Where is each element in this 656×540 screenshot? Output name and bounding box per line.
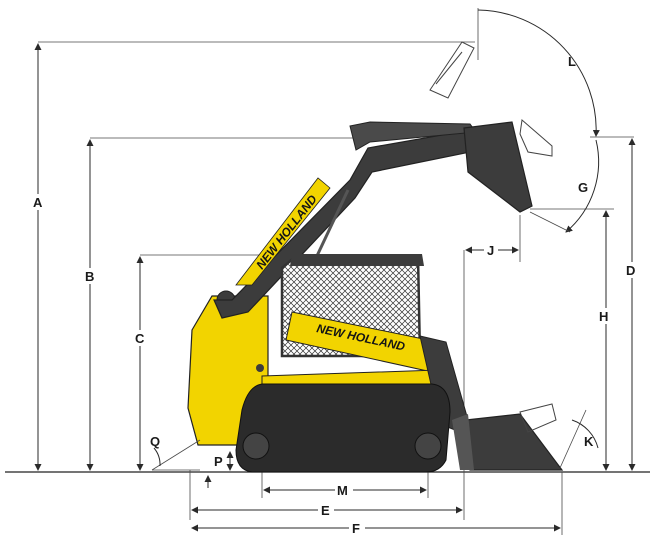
skid-steer-loader: NEW HOLLAND NEW HOLLAND — [187, 41, 564, 473]
dimension-labels: A B C D E F G H J K L M P Q — [30, 54, 639, 536]
label-M: M — [337, 483, 348, 498]
label-Q: Q — [150, 434, 160, 449]
label-C: C — [135, 331, 145, 346]
label-J: J — [487, 243, 494, 258]
dumped-bucket-outline — [519, 119, 553, 157]
label-P: P — [214, 454, 223, 469]
label-F: F — [352, 521, 360, 536]
extension-lines — [38, 8, 634, 535]
label-L: L — [568, 54, 576, 69]
label-K: K — [584, 434, 594, 449]
label-B: B — [85, 269, 94, 284]
label-A: A — [33, 195, 43, 210]
rear-light — [256, 364, 264, 372]
rear-idler — [242, 432, 270, 460]
lowered-bucket — [465, 413, 564, 471]
boom-decal-panel — [235, 177, 331, 286]
lowered-bucket-back — [452, 414, 474, 470]
label-H: H — [599, 309, 608, 324]
label-D: D — [626, 263, 635, 278]
front-idler — [414, 432, 442, 460]
raised-bucket — [463, 121, 533, 213]
rubber-track — [235, 383, 451, 473]
label-G: G — [578, 180, 588, 195]
curled-bucket-outline — [519, 403, 557, 433]
label-E: E — [321, 503, 330, 518]
raised-bucket-outline — [429, 41, 475, 99]
dimension-lines — [34, 9, 636, 532]
cab-roof — [290, 254, 424, 266]
